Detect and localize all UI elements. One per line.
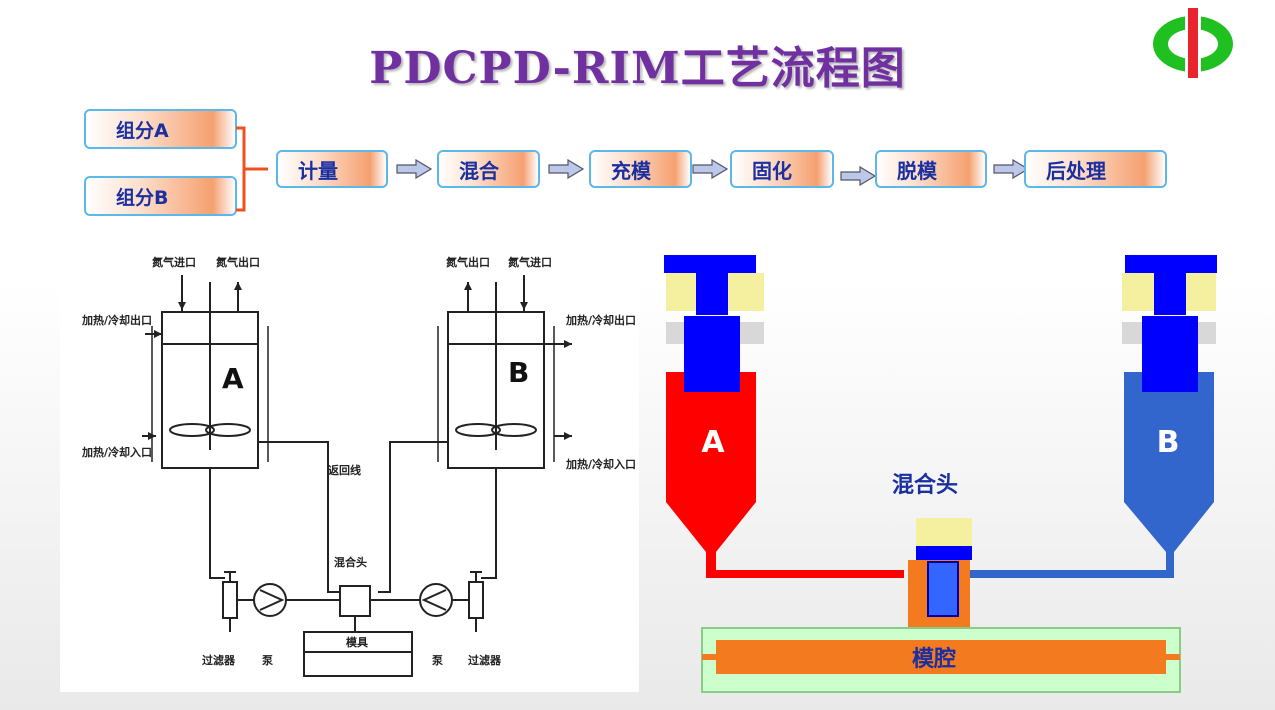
mold-cavity-label: 模腔 xyxy=(912,646,956,672)
component-b-label: 组分B xyxy=(116,186,169,209)
page-title: PDCPD-RIM工艺流程图 xyxy=(369,43,906,94)
pump-label-right: 泵 xyxy=(432,654,443,667)
return-line-label: 返回线 xyxy=(328,463,361,477)
merge-bracket xyxy=(236,126,268,212)
nitrogen-outlet-label-a: 氮气出口 xyxy=(216,255,260,269)
step-filling: 充模 xyxy=(589,150,692,188)
mixing-head-box xyxy=(339,585,371,617)
nitrogen-inlet-label-b: 氮气进口 xyxy=(508,255,552,269)
tank-b xyxy=(970,372,1214,578)
rim-machine-panel: A B 混合头 模腔 xyxy=(650,240,1270,700)
arrow-right-icon xyxy=(993,159,1029,179)
mold-box xyxy=(303,631,413,677)
arrow-right-icon xyxy=(396,159,432,179)
arrow-right-icon xyxy=(548,159,584,179)
machine-tank-b-label: B xyxy=(1157,425,1180,460)
arrow-right-icon xyxy=(840,166,876,186)
step-curing-label: 固化 xyxy=(752,158,792,183)
component-a-label: 组分A xyxy=(116,119,169,142)
mixing-head-label: 混合头 xyxy=(334,555,367,569)
mixing-head-seal xyxy=(916,518,972,546)
piston-rod-a xyxy=(696,273,728,315)
heat-cool-inlet-label-b: 加热/冷却入口 xyxy=(565,457,636,471)
tank-a-label: A xyxy=(222,362,244,395)
tank-a xyxy=(666,372,904,578)
impeller-a xyxy=(169,423,215,437)
step-metering-label: 计量 xyxy=(298,158,338,183)
step-mixing-label: 混合 xyxy=(459,158,499,183)
rim-schematic: A B 氮气进口 氮气出口 氮气出口 氮气进口 加热/冷却出口 加热/冷却入口 … xyxy=(81,255,636,677)
piston-cap-b xyxy=(1125,255,1217,273)
impeller-b xyxy=(455,423,501,437)
component-b-box: 组分B xyxy=(84,176,237,216)
arrow-right-icon xyxy=(692,159,728,179)
filter-left xyxy=(222,581,238,619)
filter-label-right: 过滤器 xyxy=(468,653,502,667)
component-a-box: 组分A xyxy=(84,109,237,149)
rim-schematic-panel: A B 氮气进口 氮气出口 氮气出口 氮气进口 加热/冷却出口 加热/冷却入口 … xyxy=(60,240,639,692)
piston-b xyxy=(1142,316,1198,392)
step-post-processing-label: 后处理 xyxy=(1046,158,1106,183)
nitrogen-outlet-label-b: 氮气出口 xyxy=(446,255,490,269)
machine-mixing-head-label: 混合头 xyxy=(892,472,958,498)
pump-label-left: 泵 xyxy=(262,654,273,667)
heat-cool-outlet-label-b: 加热/冷却出口 xyxy=(565,313,636,327)
step-demolding-label: 脱模 xyxy=(897,158,937,183)
filter-label-left: 过滤器 xyxy=(202,653,236,667)
machine-tank-a-label: A xyxy=(701,425,725,460)
tank-b-label: B xyxy=(508,356,529,389)
step-filling-label: 充模 xyxy=(611,158,651,183)
logo xyxy=(1153,8,1233,78)
step-mixing: 混合 xyxy=(437,150,540,188)
heat-cool-inlet-label-a: 加热/冷却入口 xyxy=(81,445,152,459)
nitrogen-inlet-label-a: 氮气进口 xyxy=(152,255,196,269)
mold-label: 模具 xyxy=(346,635,368,649)
piston-a xyxy=(684,316,740,392)
step-post-processing: 后处理 xyxy=(1024,150,1167,188)
step-curing: 固化 xyxy=(730,150,834,188)
piston-cap-a xyxy=(664,255,756,273)
step-metering: 计量 xyxy=(276,150,388,188)
filter-right xyxy=(468,581,484,619)
mold-cavity xyxy=(716,640,1166,674)
heat-cool-outlet-label-a: 加热/冷却出口 xyxy=(81,313,152,327)
step-demolding: 脱模 xyxy=(875,150,987,188)
piston-rod-b xyxy=(1154,273,1186,315)
rim-machine-diagram: A B 混合头 模腔 xyxy=(664,255,1217,693)
